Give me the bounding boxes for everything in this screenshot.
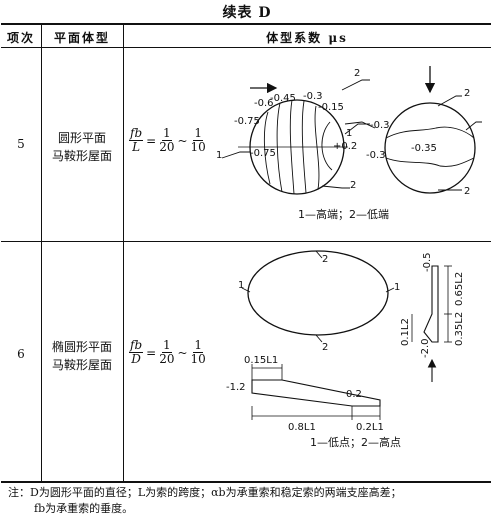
col-divider-2 <box>123 25 124 481</box>
leader-line <box>315 334 323 343</box>
coef-label: -0.45 <box>270 93 296 104</box>
ratio-num: fb <box>129 338 144 353</box>
dim-label: 0.1L2 <box>400 318 411 346</box>
coef-label: -0.3 <box>366 150 386 161</box>
value-label: -1.2 <box>226 382 246 393</box>
value-label: -2.0 <box>420 338 431 358</box>
distribution-shape <box>423 265 439 343</box>
mark-label: 2 <box>464 186 470 197</box>
leader-line <box>385 287 395 293</box>
row6-number: 6 <box>17 347 25 361</box>
mark-label: 2 <box>350 180 356 191</box>
table-note: 注：D为圆形平面的直径；L为索的跨度；αb为承重索和稳定索的两端支座高差； fb… <box>8 485 488 517</box>
mark-label: 2 <box>322 254 328 265</box>
mark-label: 1 <box>394 282 400 293</box>
circle-diagram-left: -0.6 -0.45 -0.3 -0.15 -0.75 -0.75 +0.2 1… <box>216 68 376 195</box>
contour-line <box>314 105 320 190</box>
coef-label: -0.35 <box>411 143 437 154</box>
coef-label: -0.6 <box>254 98 274 109</box>
header-divider <box>1 47 491 48</box>
ratio-a-num: 1 <box>162 338 172 353</box>
mark-label: 2 <box>322 342 328 353</box>
row5-number: 5 <box>17 137 25 151</box>
mark-label: 2 <box>464 88 470 99</box>
row6-shape-line2: 马鞍形屋面 <box>51 358 112 372</box>
mark-label: 2 <box>354 68 360 79</box>
leader-line <box>465 121 482 131</box>
coef-label: +0.2 <box>333 141 357 152</box>
header-coefficient: 体型系数 μs <box>266 31 348 45</box>
contour-line <box>289 99 295 195</box>
row5-shape-line2: 马鞍形屋面 <box>51 149 112 163</box>
row6-legend: 1—低点；2—高点 <box>310 435 401 449</box>
coef-label: -0.15 <box>318 102 344 113</box>
dim-label: 0.35L2 <box>454 312 465 346</box>
ratio-b-num: 1 <box>193 126 203 141</box>
contour-line <box>321 121 333 171</box>
ratio-den: L <box>132 140 141 154</box>
contour-line <box>263 111 271 185</box>
leader-line <box>221 151 250 159</box>
horizontal-distribution: 0.15L1 -1.2 0.2 0.8L1 0.2L1 <box>226 355 384 433</box>
dim-label: 0.8L1 <box>288 422 316 433</box>
ratio-dash: ~ <box>177 133 188 148</box>
ratio-b-den: 10 <box>190 352 206 366</box>
contour-line <box>385 126 475 139</box>
mark-label: 1 <box>216 150 222 161</box>
leader-line <box>341 79 370 91</box>
leader-line <box>344 123 370 135</box>
ratio-dash: ~ <box>177 345 188 360</box>
dim-label: 0.15L1 <box>244 355 278 366</box>
ratio-b-num: 1 <box>193 338 203 353</box>
table-title: 续表 D <box>222 5 272 21</box>
row5-legend: 1—高端；2—低端 <box>298 207 389 221</box>
value-label: 0.2 <box>346 389 362 400</box>
coef-label: -0.75 <box>250 148 276 159</box>
mark-label: 1 <box>238 280 244 291</box>
leader-line <box>321 185 350 189</box>
leader-line <box>437 95 462 107</box>
vertical-distribution: -0.5 -2.0 0.65L2 0.35L2 0.1L2 <box>400 252 465 382</box>
circle-diagram-right: -0.3 -0.35 -0.3 1 2 2 <box>344 66 482 197</box>
contour-line <box>385 157 475 167</box>
leader-line <box>344 121 376 129</box>
row-divider <box>1 241 491 242</box>
header-item: 项次 <box>6 31 35 45</box>
header-shape: 平面体型 <box>53 31 110 45</box>
ellipse-diagram: 2 2 1 1 <box>238 250 400 353</box>
ratio-a-den: 20 <box>159 352 175 366</box>
ratio-den: D <box>131 352 141 366</box>
ellipse-plan <box>247 250 389 336</box>
leader-line <box>315 250 323 259</box>
note-line-1: 注：D为圆形平面的直径；L为索的跨度；αb为承重索和稳定索的两端支座高差； <box>8 486 402 499</box>
ratio-a-den: 20 <box>159 140 175 154</box>
col-divider-1 <box>41 25 42 481</box>
ratio-a-num: 1 <box>162 126 172 141</box>
contour-line <box>276 102 283 193</box>
right-circle <box>384 102 476 194</box>
row5-shape-line1: 圆形平面 <box>57 131 106 145</box>
coef-label: -0.3 <box>370 120 390 131</box>
row6-shape-line1: 椭圆形平面 <box>51 340 112 354</box>
dim-label: 0.2L1 <box>356 422 384 433</box>
leader-line <box>241 287 251 293</box>
ratio-b-den: 10 <box>190 140 206 154</box>
coef-label: -0.3 <box>303 91 323 102</box>
value-label: -0.5 <box>422 252 433 272</box>
note-line-2: fb为承重索的垂度。 <box>34 502 134 515</box>
ratio-num: fb <box>129 126 144 141</box>
dim-label: 0.65L2 <box>454 272 465 306</box>
mark-label: 1 <box>346 128 352 139</box>
coef-label: -0.75 <box>234 116 260 127</box>
